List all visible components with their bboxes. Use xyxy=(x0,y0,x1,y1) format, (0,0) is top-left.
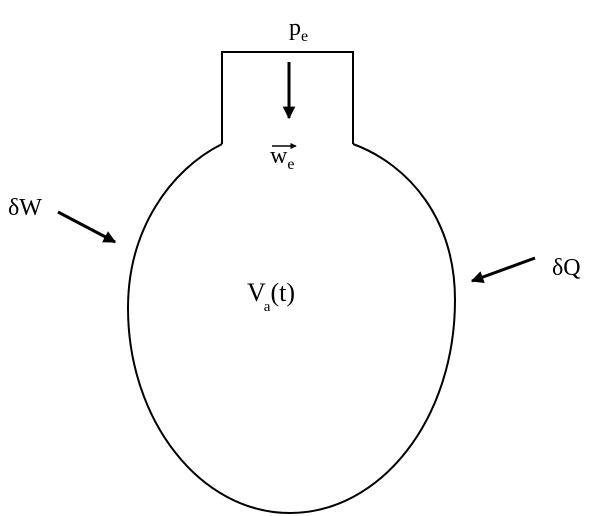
work-arrow xyxy=(57,210,117,244)
svg-text:we: we xyxy=(270,143,294,173)
work-label: δW xyxy=(8,195,42,221)
heat-arrow xyxy=(470,256,536,284)
volume-label: Va(t) xyxy=(247,278,295,315)
inlet-pressure-label: pe xyxy=(289,15,308,45)
vessel-outline xyxy=(126,143,457,515)
inlet-velocity-label: we xyxy=(270,142,297,173)
inlet-neck xyxy=(221,51,354,144)
heat-label: δQ xyxy=(552,255,581,281)
